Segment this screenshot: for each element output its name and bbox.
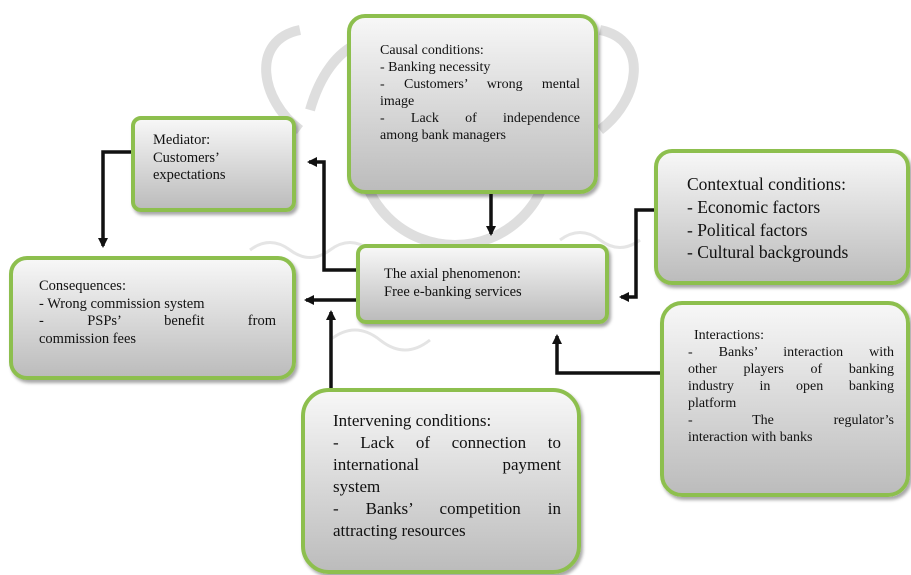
interactions-item: interaction with banks bbox=[688, 430, 813, 446]
consequences-box: Consequences: - Wrong commission system … bbox=[9, 256, 296, 380]
interactions-item: industry in open banking bbox=[688, 379, 894, 395]
intervening-title: Intervening conditions: bbox=[333, 411, 492, 430]
contextual-title: Contextual conditions: bbox=[687, 174, 846, 194]
causal-title: Causal conditions: bbox=[380, 43, 484, 58]
causal-item: among bank managers bbox=[380, 128, 506, 144]
consequences-item: - Wrong commission system bbox=[39, 295, 205, 312]
consequences-item: commission fees bbox=[39, 331, 137, 348]
interactions-item: platform bbox=[688, 396, 737, 412]
axial-title: The axial phenomenon: bbox=[384, 266, 521, 282]
intervening-item: attracting resources bbox=[333, 521, 466, 541]
intervening-item: - Lack of connection to bbox=[333, 433, 561, 453]
mediator-line: expectations bbox=[153, 167, 226, 184]
causal-item: - Customers’ wrong mental bbox=[380, 77, 580, 93]
mediator-line: Customers’ bbox=[153, 149, 220, 166]
contextual-conditions-box: Contextual conditions: - Economic factor… bbox=[654, 149, 910, 285]
interactions-title: Interactions: bbox=[694, 328, 764, 343]
contextual-item: - Economic factors bbox=[687, 196, 821, 217]
causal-item: - Banking necessity bbox=[380, 60, 491, 76]
consequences-item: - PSPs’ benefit from bbox=[39, 313, 276, 330]
intervening-item: system bbox=[333, 477, 381, 497]
intervening-item: - Banks’ competition in bbox=[333, 499, 561, 519]
intervening-conditions-box: Intervening conditions: - Lack of connec… bbox=[301, 388, 581, 574]
interactions-item: other players of banking bbox=[688, 362, 894, 378]
interactions-box: Interactions: - Banks’ interaction with … bbox=[660, 301, 910, 497]
axial-line: Free e-banking services bbox=[384, 283, 522, 300]
mediator-box: Mediator: Customers’ expectations bbox=[131, 116, 296, 212]
causal-conditions-box: Causal conditions: - Banking necessity -… bbox=[347, 14, 598, 194]
axial-phenomenon-box: The axial phenomenon: Free e-banking ser… bbox=[356, 244, 609, 324]
interactions-item: - The regulator’s bbox=[688, 413, 894, 429]
contextual-item: - Political factors bbox=[687, 219, 808, 240]
causal-item: image bbox=[380, 94, 415, 110]
contextual-item: - Cultural backgrounds bbox=[687, 242, 849, 263]
interactions-item: - Banks’ interaction with bbox=[688, 345, 894, 361]
consequences-title: Consequences: bbox=[39, 278, 126, 294]
mediator-title: Mediator: bbox=[153, 132, 211, 148]
causal-item: - Lack of independence bbox=[380, 111, 580, 127]
intervening-item: international payment bbox=[333, 455, 561, 475]
